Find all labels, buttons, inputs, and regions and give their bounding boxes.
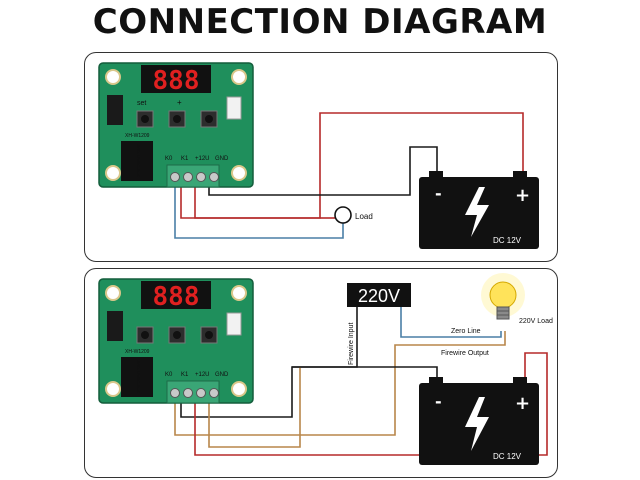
battery-plus: + — [515, 185, 530, 206]
wire-firewire-input — [180, 307, 358, 418]
mount-hole — [231, 381, 247, 397]
firewire-output-label: Firewire Output — [441, 350, 489, 357]
wire-firewire-output — [174, 331, 506, 436]
relay-text: SRD-12VDC-SL-C — [136, 144, 141, 177]
wire-black-battery — [292, 366, 438, 379]
mount-hole — [105, 69, 121, 85]
terminal-screw — [183, 172, 193, 182]
thermostat-board: 888 XH-W1209 SRD-12VDC-SL-C K0 K1 +12U G… — [98, 278, 254, 404]
terminal-label-12v: +12U — [195, 372, 210, 378]
terminal-screw — [209, 172, 219, 182]
bulb-label: 220V Load — [519, 318, 553, 325]
wire-red-12v — [194, 352, 548, 456]
terminal-label-k0: K0 — [165, 372, 173, 378]
wire-zero-line — [400, 307, 502, 338]
diagram-panel-220v: 220V Firewire Input Zero Line Firewire O… — [84, 268, 558, 478]
terminal-label-k0: K0 — [165, 156, 173, 162]
terminal-label-12v: +12U — [195, 156, 210, 162]
firewire-input-label: Firewire Input — [348, 323, 355, 365]
model-label: XH-W1209 — [125, 349, 150, 355]
connector-white — [226, 96, 242, 120]
wire-red-k1 — [180, 181, 320, 219]
terminal-label-k1: K1 — [181, 372, 189, 378]
led-display — [141, 65, 211, 93]
model-label: XH-W1209 — [125, 133, 150, 139]
page-title: CONNECTION DIAGRAM — [92, 2, 548, 42]
terminal-block — [166, 164, 220, 188]
terminal-block — [166, 380, 220, 404]
load-symbol — [334, 206, 352, 224]
terminal-label-gnd: GND — [215, 156, 229, 162]
relay — [121, 357, 153, 397]
led-digits: 888 — [153, 282, 200, 312]
relay-text: SRD-12VDC-SL-C — [136, 360, 141, 393]
terminal-screw — [209, 388, 219, 398]
mount-hole — [105, 285, 121, 301]
set-label: set — [137, 100, 146, 107]
connector-white — [226, 312, 242, 336]
terminal-screw — [183, 388, 193, 398]
mount-hole — [105, 381, 121, 397]
mount-hole — [105, 165, 121, 181]
diagram-panel-load: Load 888 set + XH-W1209 SRD-12VDC-SL-C K… — [84, 52, 558, 262]
terminal-screw — [170, 388, 180, 398]
mount-hole — [231, 285, 247, 301]
wire-black-gnd — [208, 367, 301, 448]
diagram-canvas-2: 220V Firewire Input Zero Line Firewire O… — [98, 273, 553, 465]
battery-voltage: DC 12V — [493, 452, 522, 461]
battery: - + DC 12V — [419, 171, 539, 249]
bolt-icon — [465, 187, 489, 237]
terminal-label-gnd: GND — [215, 372, 229, 378]
battery-voltage: DC 12V — [493, 236, 522, 245]
terminal-label-k1: K1 — [181, 156, 189, 162]
battery-minus: - — [435, 392, 442, 411]
source-220v-box — [347, 283, 411, 307]
led-display — [141, 281, 211, 309]
battery-plus: + — [515, 393, 530, 414]
diagram-canvas-1: Load 888 set + XH-W1209 SRD-12VDC-SL-C K… — [98, 62, 539, 249]
wire-blue — [174, 181, 344, 239]
wire-black — [208, 146, 438, 196]
mount-hole — [231, 69, 247, 85]
wire-red — [194, 112, 524, 219]
bolt-icon — [465, 397, 489, 451]
thermostat-board: 888 set + XH-W1209 SRD-12VDC-SL-C K0 K1 … — [98, 62, 254, 188]
terminal-screw — [196, 172, 206, 182]
terminal-screw — [170, 172, 180, 182]
plus-label: + — [177, 98, 182, 107]
mount-hole — [231, 165, 247, 181]
battery: - + DC 12V — [419, 377, 539, 465]
load-label: Load — [355, 212, 373, 221]
zero-line-label: Zero Line — [451, 328, 481, 335]
led-digits: 888 — [153, 66, 200, 96]
relay — [121, 141, 153, 181]
battery-minus: - — [435, 184, 442, 203]
source-220v-label: 220V — [358, 286, 400, 306]
ic-chip — [107, 311, 123, 341]
ic-chip — [107, 95, 123, 125]
lightbulb-icon — [481, 273, 525, 320]
terminal-screw — [196, 388, 206, 398]
